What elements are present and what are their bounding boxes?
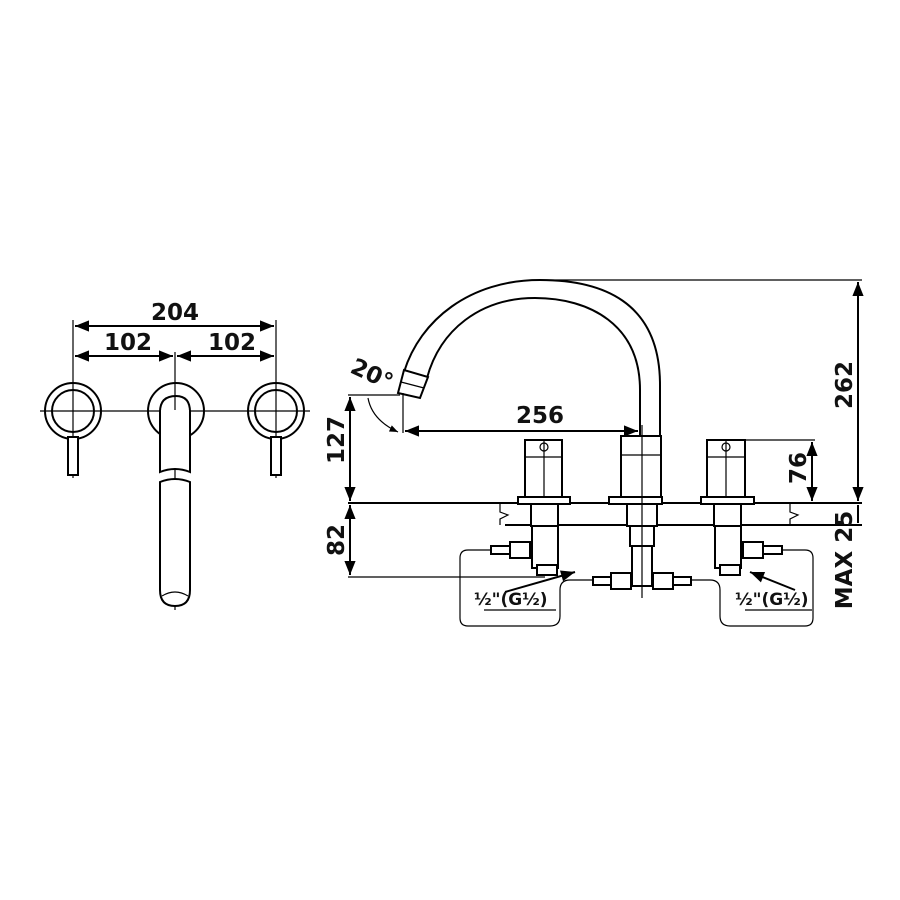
deck — [348, 502, 862, 526]
leader-left-connection — [504, 570, 576, 593]
right-handle-front — [247, 382, 305, 476]
under-deck-fittings — [490, 425, 783, 598]
spout-front — [147, 382, 205, 608]
dim-127-label: 127 — [324, 416, 350, 464]
right-handle-side — [700, 439, 755, 505]
leader-right-connection — [749, 571, 796, 591]
dim-max25-label: MAX 25 — [832, 511, 858, 609]
left-connection-label: ½"(G½) — [474, 590, 548, 610]
dim-256-label: 256 — [516, 403, 564, 429]
dim-76-label: 76 — [786, 452, 812, 484]
dim-102-left-label: 102 — [104, 330, 152, 356]
left-handle-front — [44, 382, 102, 476]
dim-82-label: 82 — [324, 524, 350, 556]
supply-hoses — [459, 549, 814, 627]
side-view: 20° 256 127 82 262 76 MAX 25 ½"(G½) ½"(G… — [324, 278, 864, 627]
dim-204-label: 204 — [151, 300, 199, 326]
left-handle-side — [517, 439, 571, 505]
right-connection-label: ½"(G½) — [735, 590, 809, 610]
front-view: 204 102 102 — [40, 300, 310, 610]
angle-arc-20 — [367, 397, 399, 433]
angle-20-label: 20° — [346, 354, 396, 396]
dim-262-label: 262 — [832, 361, 858, 409]
dim-102-right-label: 102 — [208, 330, 256, 356]
gooseneck-spout — [396, 278, 663, 505]
